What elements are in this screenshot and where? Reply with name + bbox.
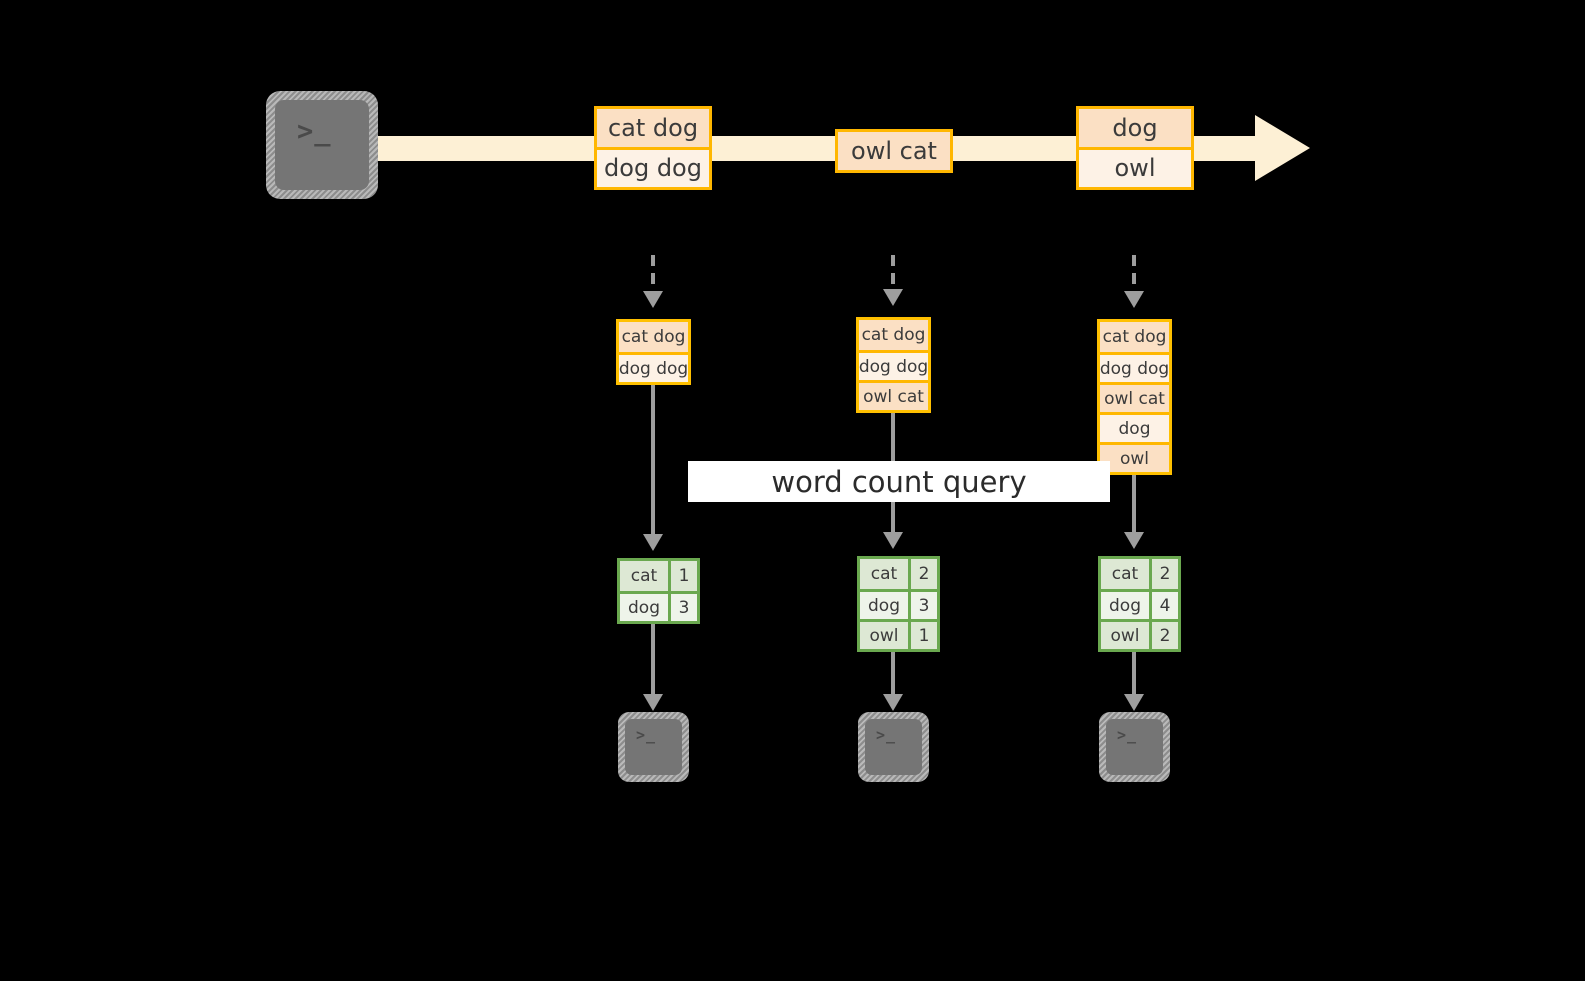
message-line: owl cat: [838, 132, 950, 170]
result-key: cat: [620, 561, 668, 591]
producer-terminal-screen: >_: [275, 100, 369, 190]
result-value: 2: [1149, 622, 1178, 649]
state-line: dog dog: [619, 352, 688, 382]
state-box-3[interactable]: cat dog dog dog owl cat dog owl: [1097, 319, 1172, 475]
state-line: cat dog: [1100, 322, 1169, 352]
stream-message-2[interactable]: owl cat: [835, 129, 953, 173]
state-to-result-arrowhead-3: [1124, 532, 1144, 549]
result-table-2[interactable]: cat 2 dog 3 owl 1: [857, 556, 940, 652]
result-to-consumer-connector-3: [1132, 652, 1136, 696]
table-row: cat 2: [1101, 559, 1178, 589]
result-key: dog: [620, 594, 668, 621]
result-to-consumer-arrowhead-2: [883, 694, 903, 711]
result-value: 1: [668, 561, 697, 591]
state-to-result-arrowhead-1: [643, 534, 663, 551]
table-row: cat 1: [620, 561, 697, 591]
consumer-terminal-screen-2: >_: [865, 719, 922, 775]
result-key: dog: [860, 592, 908, 619]
table-row: dog 3: [620, 591, 697, 621]
consumer-terminal-screen-1: >_: [625, 719, 682, 775]
result-table-1[interactable]: cat 1 dog 3: [617, 558, 700, 624]
stream-message-3[interactable]: dog owl: [1076, 106, 1194, 190]
state-to-result-connector-3: [1132, 475, 1136, 535]
prompt-icon: >_: [297, 116, 332, 147]
consumer-terminal-icon-1[interactable]: >_: [618, 712, 689, 782]
stream-to-state-arrowhead-3: [1124, 291, 1144, 308]
consumer-terminal-icon-3[interactable]: >_: [1099, 712, 1170, 782]
state-box-2[interactable]: cat dog dog dog owl cat: [856, 317, 931, 413]
producer-terminal-icon[interactable]: >_: [266, 91, 378, 199]
consumer-terminal-icon-2[interactable]: >_: [858, 712, 929, 782]
query-label-text: word count query: [771, 464, 1027, 499]
message-line: cat dog: [597, 109, 709, 147]
query-label: word count query: [688, 461, 1110, 502]
result-key: owl: [1101, 622, 1149, 649]
table-row: owl 2: [1101, 619, 1178, 649]
stream-to-state-arrowhead-1: [643, 291, 663, 308]
event-stream-arrowhead: [1255, 115, 1310, 181]
result-value: 3: [908, 592, 937, 619]
result-to-consumer-connector-2: [891, 652, 895, 696]
state-line: owl cat: [1100, 382, 1169, 412]
result-table-3[interactable]: cat 2 dog 4 owl 2: [1098, 556, 1181, 652]
result-value: 2: [908, 559, 937, 589]
stream-message-1[interactable]: cat dog dog dog: [594, 106, 712, 190]
result-key: cat: [1101, 559, 1149, 589]
result-to-consumer-arrowhead-3: [1124, 694, 1144, 711]
prompt-icon: >_: [1117, 726, 1138, 744]
table-row: cat 2: [860, 559, 937, 589]
result-value: 4: [1149, 592, 1178, 619]
state-to-result-connector-1: [651, 385, 655, 537]
table-row: owl 1: [860, 619, 937, 649]
stream-to-state-connector-2: [891, 255, 895, 291]
state-line: cat dog: [859, 320, 928, 350]
result-value: 3: [668, 594, 697, 621]
state-line: dog: [1100, 412, 1169, 442]
stream-to-state-connector-1: [651, 255, 655, 293]
result-to-consumer-arrowhead-1: [643, 694, 663, 711]
consumer-terminal-screen-3: >_: [1106, 719, 1163, 775]
prompt-icon: >_: [876, 726, 897, 744]
result-key: dog: [1101, 592, 1149, 619]
result-value: 2: [1149, 559, 1178, 589]
table-row: dog 3: [860, 589, 937, 619]
message-line: owl: [1079, 147, 1191, 185]
state-line: dog dog: [1100, 352, 1169, 382]
result-to-consumer-connector-1: [651, 624, 655, 696]
result-key: owl: [860, 622, 908, 649]
table-row: dog 4: [1101, 589, 1178, 619]
result-key: cat: [860, 559, 908, 589]
state-line: cat dog: [619, 322, 688, 352]
state-box-1[interactable]: cat dog dog dog: [616, 319, 691, 385]
stream-to-state-connector-3: [1132, 255, 1136, 293]
state-line: dog dog: [859, 350, 928, 380]
stream-to-state-arrowhead-2: [883, 289, 903, 306]
state-to-result-arrowhead-2: [883, 532, 903, 549]
prompt-icon: >_: [636, 726, 657, 744]
result-value: 1: [908, 622, 937, 649]
message-line: dog dog: [597, 147, 709, 185]
state-line: owl cat: [859, 380, 928, 410]
message-line: dog: [1079, 109, 1191, 147]
state-line: owl: [1100, 442, 1169, 472]
